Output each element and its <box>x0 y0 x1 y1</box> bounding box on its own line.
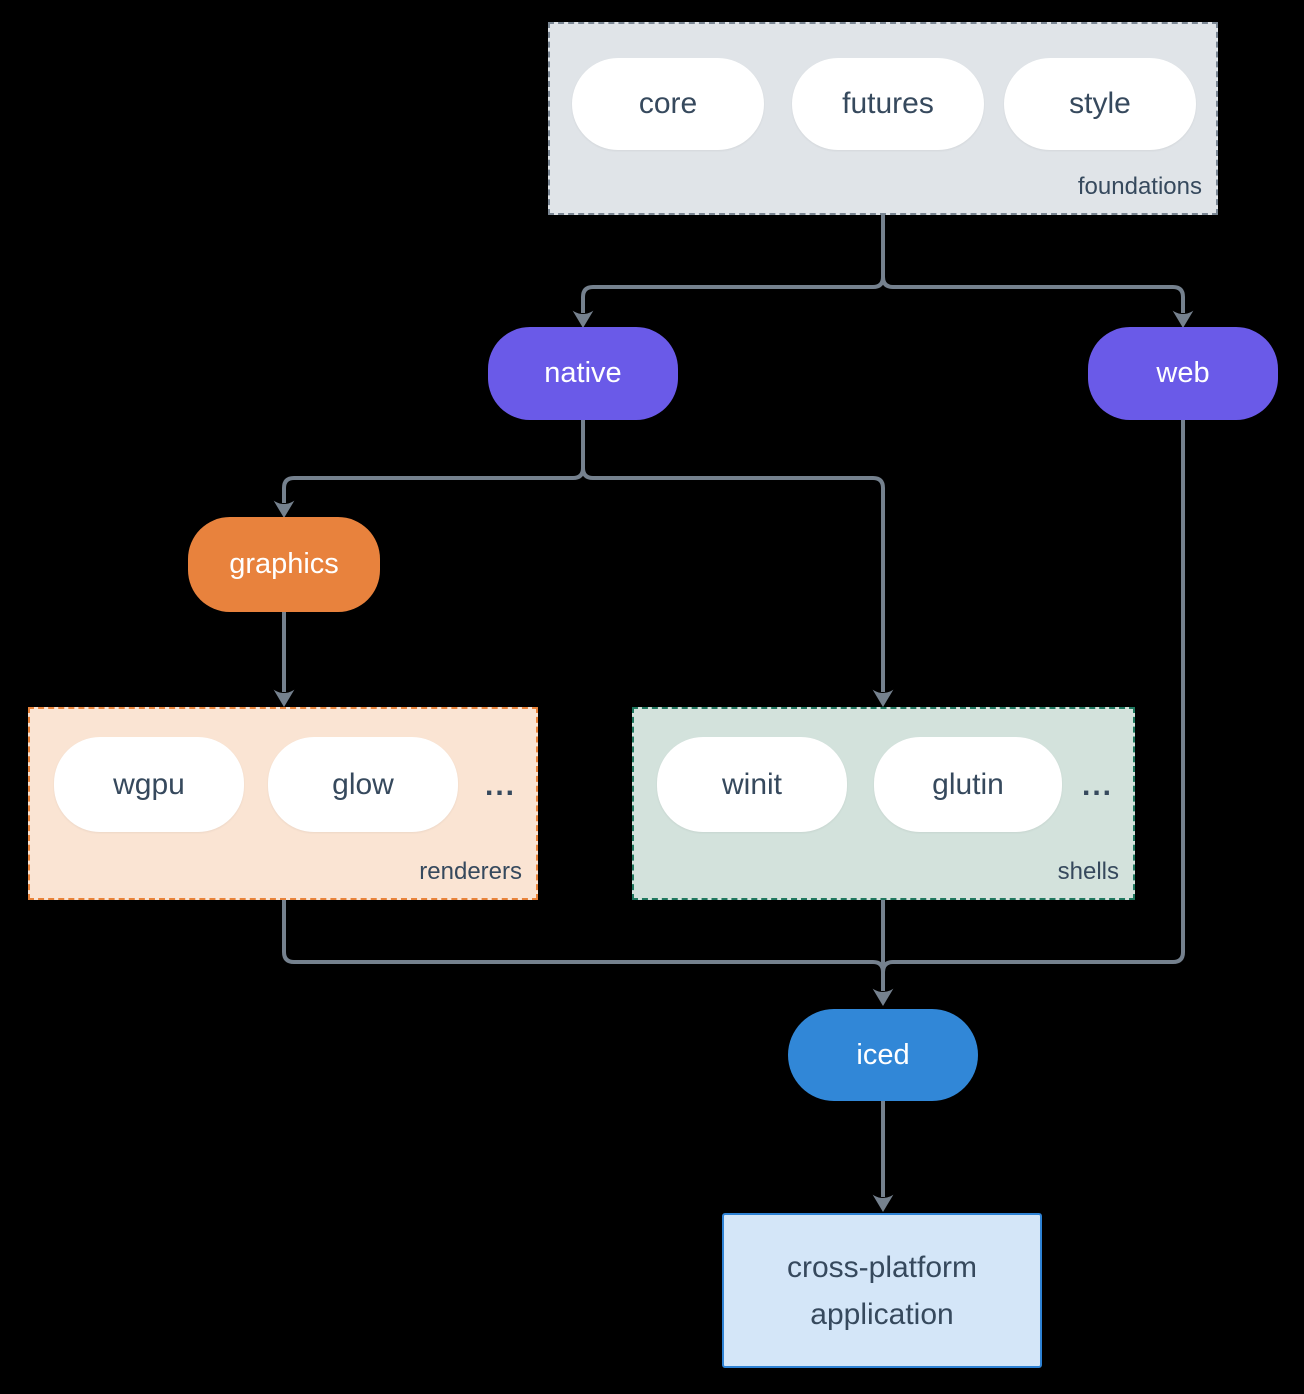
node-core: core <box>572 58 764 150</box>
node-web-label: web <box>1156 357 1210 389</box>
node-glutin-label: glutin <box>932 767 1004 801</box>
group-foundations-label: foundations <box>1077 173 1202 200</box>
group-foundations: core futures style foundations <box>548 22 1218 215</box>
edge-web-iced <box>881 420 1185 991</box>
node-winit: winit <box>657 737 847 832</box>
edge-foundations-web <box>881 215 1185 313</box>
arrowhead-renderers <box>273 689 295 707</box>
shells-ellipsis: ... <box>1081 769 1113 802</box>
group-renderers: wgpu glow ... renderers <box>28 707 538 900</box>
edge-foundations-native <box>581 215 885 313</box>
node-wgpu-label: wgpu <box>113 767 185 801</box>
arrowhead-web <box>1172 310 1194 328</box>
group-shells-label: shells <box>1057 858 1119 885</box>
node-graphics-label: graphics <box>229 548 339 580</box>
renderers-ellipsis: ... <box>484 769 516 802</box>
node-futures-label: futures <box>842 87 934 120</box>
node-iced-label: iced <box>856 1038 910 1071</box>
node-native-label: native <box>544 357 622 389</box>
application-label-line1: cross-platform <box>786 1250 978 1284</box>
node-core-label: core <box>638 87 698 120</box>
node-winit-label: winit <box>721 767 782 801</box>
arrowhead-iced <box>872 988 894 1006</box>
node-iced: iced <box>788 1009 978 1101</box>
node-style-label: style <box>1069 87 1131 120</box>
arrowhead-application <box>872 1194 894 1212</box>
node-glutin: glutin <box>874 737 1062 832</box>
node-style: style <box>1004 58 1196 150</box>
node-glow: glow <box>268 737 458 832</box>
arrowhead-native <box>572 310 594 328</box>
application-label-line2: application <box>810 1297 954 1331</box>
group-shells: winit glutin ... shells <box>632 707 1135 900</box>
group-renderers-label: renderers <box>419 858 522 885</box>
edge-native-shells <box>581 420 885 692</box>
edge-renderers-iced <box>282 900 885 991</box>
node-application: cross-platform application <box>722 1213 1042 1368</box>
edge-native-graphics <box>282 420 585 503</box>
node-graphics: graphics <box>188 517 380 612</box>
node-glow-label: glow <box>332 767 394 801</box>
node-native: native <box>488 327 678 420</box>
arrowhead-graphics <box>273 500 295 518</box>
arrowhead-shells <box>872 689 894 707</box>
node-futures: futures <box>792 58 984 150</box>
node-wgpu: wgpu <box>54 737 244 832</box>
node-web: web <box>1088 327 1278 420</box>
